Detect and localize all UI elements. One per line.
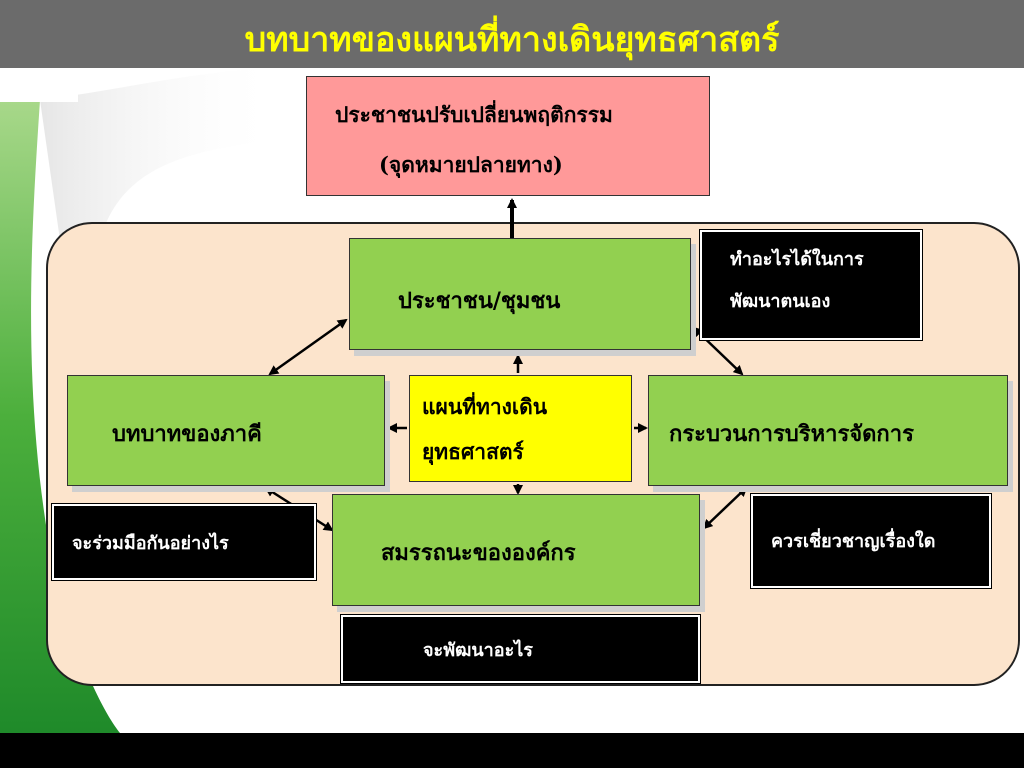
strategy-map-line-1: แผนที่ทางเดิน: [422, 394, 548, 419]
question-self-development: ทำอะไรได้ในการ พัฒนาตนเอง: [700, 230, 922, 340]
organization-capacity-box: สมรรถนะขององค์กร: [332, 494, 700, 606]
question-cooperation: จะร่วมมือกันอย่างไร: [52, 504, 316, 580]
people-community-label: ประชาชน/ชุมชน: [398, 288, 561, 314]
bottom-bar: [0, 733, 1024, 768]
question-develop: จะพัฒนาอะไร: [341, 615, 700, 683]
goal-box: ประชาชนปรับเปลี่ยนพฤติกรรม (จุดหมายปลายท…: [306, 76, 710, 196]
organization-capacity-label: สมรรถนะขององค์กร: [381, 540, 576, 566]
management-process-label: กระบวนการบริหารจัดการ: [669, 421, 914, 447]
management-process-box: กระบวนการบริหารจัดการ: [648, 375, 1008, 486]
question-cooperation-label: จะร่วมมือกันอย่างไร: [72, 533, 229, 554]
partners-role-label: บทบาทของภาคี: [112, 421, 262, 447]
title-bar: บทบาทของแผนที่ทางเดินยุทธศาสตร์: [0, 0, 1024, 68]
arrow-capacity-process: [702, 486, 748, 530]
question-self-development-line-1: ทำอะไรได้ในการ: [730, 249, 864, 270]
partners-role-box: บทบาทของภาคี: [67, 375, 385, 486]
question-expertise: ควรเชี่ยวชาญเรื่องใด: [751, 494, 991, 588]
question-develop-label: จะพัฒนาอะไร: [423, 640, 533, 661]
slide-title: บทบาทของแผนที่ทางเดินยุทธศาสตร์: [244, 20, 780, 60]
people-community-box: ประชาชน/ชุมชน: [349, 238, 691, 350]
question-self-development-line-2: พัฒนาตนเอง: [730, 291, 831, 312]
strategy-map-box: แผนที่ทางเดิน ยุทธศาสตร์: [409, 375, 632, 482]
goal-line-2: (จุดหมายปลายทาง): [379, 152, 563, 177]
question-expertise-label: ควรเชี่ยวชาญเรื่องใด: [771, 531, 936, 552]
arrow-partners-people: [268, 318, 348, 376]
corner-patch: [0, 70, 78, 102]
strategy-map-line-2: ยุทธศาสตร์: [422, 439, 524, 464]
goal-line-1: ประชาชนปรับเปลี่ยนพฤติกรรม: [335, 102, 613, 127]
